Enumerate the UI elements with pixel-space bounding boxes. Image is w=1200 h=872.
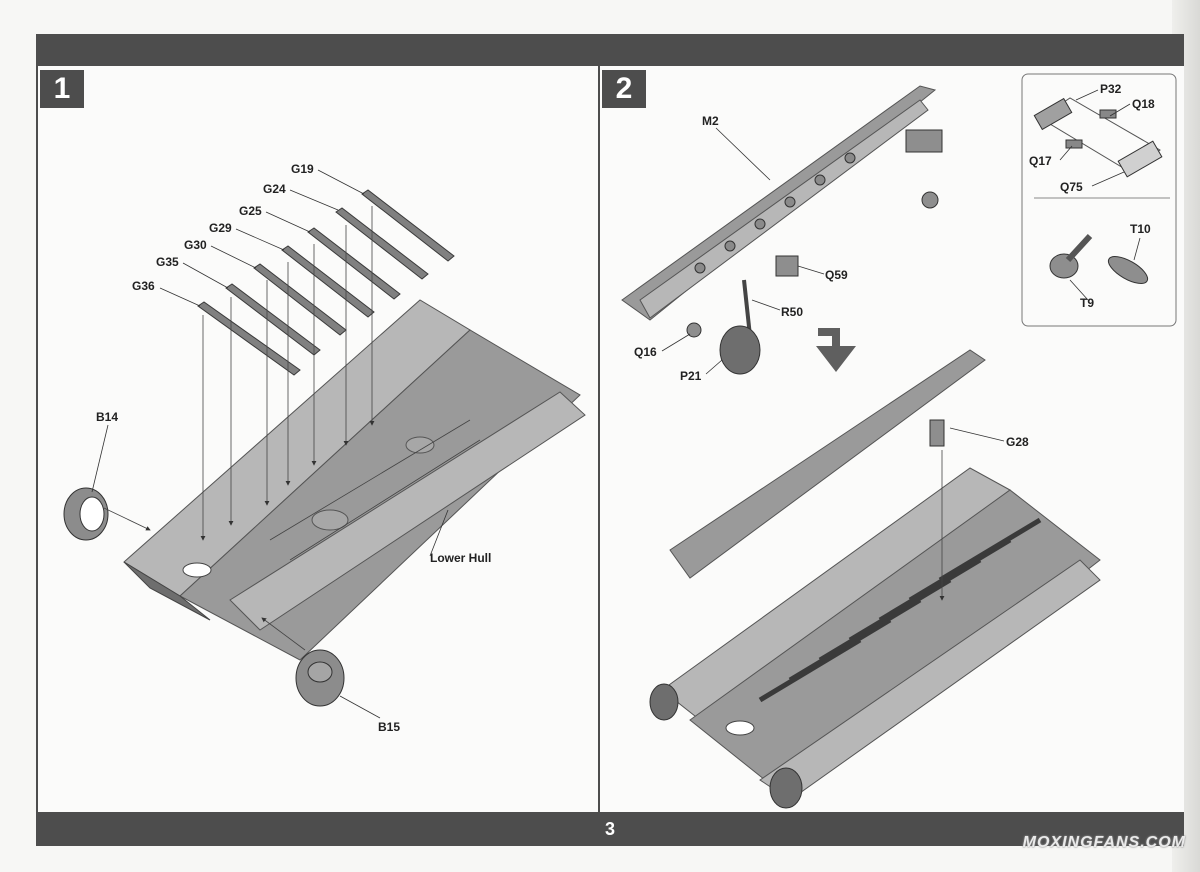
label-q59: Q59 bbox=[825, 268, 848, 282]
step-1-panel: 1 bbox=[36, 66, 598, 812]
label-t9: T9 bbox=[1080, 296, 1094, 310]
top-band bbox=[36, 34, 1184, 66]
part-stowage-box bbox=[905, 129, 943, 153]
step-2-labels-top: M2 Q59 R50 Q16 P21 bbox=[634, 114, 848, 383]
hull-floor-rib bbox=[289, 439, 481, 561]
final-drive-b15 bbox=[261, 617, 345, 707]
label-q17: Q17 bbox=[1029, 154, 1052, 168]
label-q18: Q18 bbox=[1132, 97, 1155, 111]
step-2-assembled-hull: G28 bbox=[649, 349, 1101, 809]
part-idler-arm bbox=[921, 191, 939, 209]
label-g35: G35 bbox=[156, 255, 179, 269]
step-1-lower-hull-drawing bbox=[123, 299, 586, 661]
final-drive-b14 bbox=[63, 487, 151, 541]
step-1-labels: G19 G24 G25 G29 G30 G35 G36 B14 B15 Lowe… bbox=[91, 162, 491, 734]
hull-floor-hole bbox=[311, 509, 349, 531]
label-g29: G29 bbox=[209, 221, 232, 235]
part-g28 bbox=[929, 419, 945, 447]
label-lower-hull: Lower Hull bbox=[430, 551, 491, 565]
hull-right-wall bbox=[229, 391, 586, 631]
label-p21: P21 bbox=[680, 369, 702, 383]
step-2-badge: 2 bbox=[602, 70, 646, 108]
label-b15: B15 bbox=[378, 720, 400, 734]
torsion-bar-g25 bbox=[307, 227, 401, 300]
watermark: MOXINGFANS.COM bbox=[1022, 834, 1186, 851]
label-p32: P32 bbox=[1100, 82, 1122, 96]
part-p21 bbox=[719, 325, 761, 375]
label-t10: T10 bbox=[1130, 222, 1151, 236]
assembled-side bbox=[669, 349, 986, 579]
torsion-bar-g19 bbox=[361, 189, 455, 262]
torsion-bar-g24 bbox=[335, 207, 429, 280]
step-2-hull-side bbox=[621, 85, 943, 375]
step-2-panel: 2 bbox=[598, 66, 1186, 812]
label-g19: G19 bbox=[291, 162, 314, 176]
hull-floor-hole bbox=[405, 436, 435, 454]
hull-hatch bbox=[182, 562, 212, 578]
label-q16: Q16 bbox=[634, 345, 657, 359]
label-g24: G24 bbox=[263, 182, 286, 196]
label-g25: G25 bbox=[239, 204, 262, 218]
torsion-bars bbox=[197, 189, 455, 376]
label-r50: R50 bbox=[781, 305, 803, 319]
bottom-band: 3 bbox=[36, 812, 1184, 846]
label-q75: Q75 bbox=[1060, 180, 1083, 194]
hull-floor-rib bbox=[269, 419, 471, 541]
assembled-floor bbox=[689, 489, 1101, 801]
page-number: 3 bbox=[604, 819, 615, 839]
step-1-badge: 1 bbox=[40, 70, 84, 108]
torsion-bar-g35 bbox=[225, 283, 321, 356]
part-r50 bbox=[742, 279, 752, 337]
label-m2: M2 bbox=[702, 114, 719, 128]
label-g36: G36 bbox=[132, 279, 155, 293]
label-g30: G30 bbox=[184, 238, 207, 252]
hull-front-plate bbox=[123, 561, 211, 621]
torsion-bar-g29 bbox=[281, 245, 375, 318]
part-t10 bbox=[1107, 256, 1149, 284]
torsion-bar-g36 bbox=[197, 301, 301, 376]
part-q16 bbox=[686, 322, 702, 338]
label-b14: B14 bbox=[96, 410, 118, 424]
detail-inset: P32 Q18 Q17 Q75 T10 T9 bbox=[1021, 73, 1177, 327]
part-q59 bbox=[775, 255, 799, 277]
label-g28: G28 bbox=[1006, 435, 1029, 449]
torsion-bar-g30 bbox=[253, 263, 347, 336]
step-arrow-icon bbox=[816, 328, 856, 372]
torsion-bar-guides bbox=[200, 206, 375, 541]
instruction-page: 1 2 3 bbox=[36, 34, 1184, 846]
